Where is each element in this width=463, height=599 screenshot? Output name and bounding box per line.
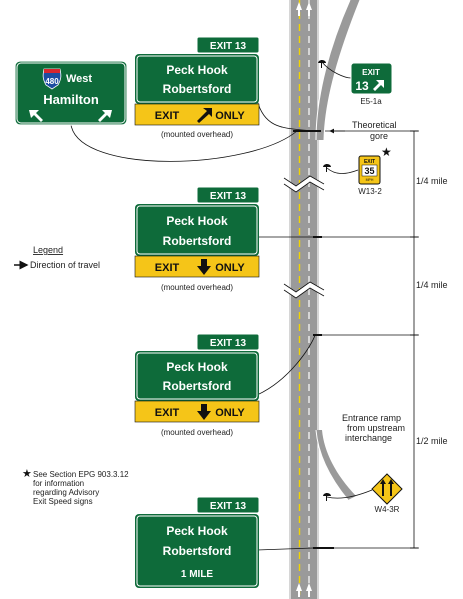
- gore-sign-word: EXIT: [362, 68, 380, 77]
- advisory-word: EXIT: [364, 159, 375, 165]
- mounted-caption-1: (mounted overhead): [161, 130, 233, 139]
- arrow-up-right-icon: [373, 80, 384, 91]
- interstate-shield-icon: [42, 68, 62, 90]
- sign4-distance: 1 MILE: [181, 569, 214, 580]
- sign4-line2: Robertsford: [163, 544, 232, 558]
- gore-exit-sign: EXIT 13: [350, 62, 393, 95]
- arrow-up-right-icon: [197, 108, 212, 123]
- overhead-sign-2: EXIT 13 Peck Hook Robertsford EXIT ONLY: [134, 186, 260, 278]
- sign3-line1: Peck Hook: [166, 360, 228, 374]
- entrance-ramp-label-1: Entrance ramp: [342, 413, 401, 423]
- distance-label-3: 1/2 mile: [416, 436, 448, 446]
- hamilton-guide-sign: 480 West Hamilton: [14, 60, 128, 126]
- route-number: 480: [45, 77, 59, 86]
- footnote-line-4: Exit Speed signs: [33, 497, 93, 506]
- footnote-star-icon: ★: [22, 468, 32, 480]
- theoretical-gore-label-1: Theoretical: [352, 120, 397, 130]
- panel3-only: ONLY: [215, 407, 245, 419]
- panel1-only: ONLY: [215, 110, 245, 122]
- city-name: Hamilton: [43, 92, 99, 107]
- merge-sign-code: W4-3R: [375, 505, 400, 514]
- footnote-line-1: See Section EPG 903.3.12: [33, 470, 129, 479]
- legend-item: Direction of travel: [30, 260, 100, 270]
- entrance-ramp: [315, 429, 356, 501]
- panel3-exit: EXIT: [155, 407, 180, 419]
- overhead-sign-1: EXIT 13 Peck Hook Robertsford EXIT ONLY: [134, 36, 260, 126]
- theoretical-gore-label-2: gore: [370, 131, 388, 141]
- road-break-marks: [284, 176, 324, 298]
- entrance-ramp-label-2: from upstream: [347, 423, 405, 433]
- legend-title: Legend: [33, 245, 63, 255]
- distance-label-1: 1/4 mile: [416, 176, 448, 186]
- arrow-down-icon: [197, 259, 211, 275]
- exit-ramp: [315, 0, 361, 141]
- gore-sign-code: E5-1a: [360, 97, 382, 106]
- freeway-mainline: [289, 0, 319, 599]
- sign2-line2: Robertsford: [163, 234, 232, 248]
- road-travel-arrows: [296, 2, 312, 597]
- overhead-sign-4: EXIT 13 Peck Hook Robertsford 1 MILE: [135, 496, 260, 588]
- merge-icon: [380, 479, 394, 496]
- arrow-down-icon: [197, 404, 211, 420]
- sign1-line2: Robertsford: [163, 82, 232, 96]
- panel1-exit: EXIT: [155, 110, 180, 122]
- sign2-line1: Peck Hook: [166, 214, 228, 228]
- advisory-unit: MPH: [366, 178, 374, 182]
- advisory-speed: 35: [364, 166, 374, 176]
- footnote-line-2: for information: [33, 479, 84, 488]
- dimension-ticks: [410, 130, 418, 549]
- mounted-caption-3: (mounted overhead): [161, 428, 233, 437]
- route-direction: West: [66, 73, 92, 85]
- arrow-down-left-icon: [29, 110, 43, 122]
- overhead-sign-3: EXIT 13 Peck Hook Robertsford EXIT ONLY: [134, 333, 260, 423]
- sign-structures: [293, 130, 334, 549]
- advisory-sign-code: W13-2: [358, 187, 382, 196]
- exit-tab-4: EXIT 13: [210, 501, 247, 512]
- leader-lines: [70, 61, 373, 551]
- gore-sign-number: 13: [355, 79, 369, 93]
- sign3-line2: Robertsford: [163, 379, 232, 393]
- entrance-ramp-label-3: interchange: [345, 433, 392, 443]
- sign1-line1: Peck Hook: [166, 63, 228, 77]
- merge-warning-sign: [371, 473, 403, 505]
- exit-tab-3: EXIT 13: [210, 338, 247, 349]
- panel2-exit: EXIT: [155, 262, 180, 274]
- road-break-lines: [283, 175, 325, 299]
- small-sign-posts: [318, 60, 331, 501]
- footnote-line-3: regarding Advisory: [33, 488, 99, 497]
- advisory-star-icon: ★: [381, 145, 392, 159]
- arrow-down-right-icon: [98, 110, 112, 122]
- exit-tab-2: EXIT 13: [210, 191, 247, 202]
- advisory-speed-sign: EXIT 35 MPH: [358, 155, 381, 185]
- mounted-caption-2: (mounted overhead): [161, 283, 233, 292]
- panel2-only: ONLY: [215, 262, 245, 274]
- distance-label-2: 1/4 mile: [416, 280, 448, 290]
- sign4-line1: Peck Hook: [166, 524, 228, 538]
- exit-tab-1: EXIT 13: [210, 41, 247, 52]
